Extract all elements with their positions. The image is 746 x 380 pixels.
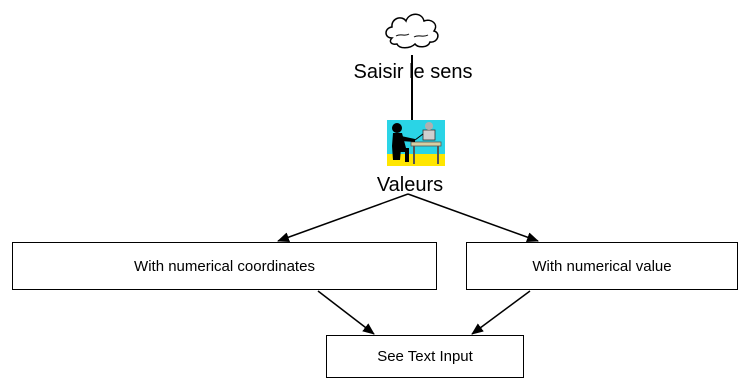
node-with-numerical-value[interactable]: With numerical value	[466, 242, 738, 290]
node-label-valeurs: Valeurs	[376, 174, 444, 196]
edge-coords-to-text-input	[317, 290, 375, 335]
person-at-desk-icon	[387, 120, 445, 166]
edge-value-to-text-input	[471, 290, 531, 335]
edge-valeurs-to-coords	[277, 193, 409, 242]
cloud-icon	[385, 13, 439, 49]
node-with-numerical-coordinates[interactable]: With numerical coordinates	[12, 242, 437, 290]
node-label-see-text-input: See Text Input	[377, 348, 473, 365]
edge-valeurs-to-value	[407, 193, 539, 242]
node-see-text-input[interactable]: See Text Input	[326, 335, 524, 378]
node-label-with-numerical-value: With numerical value	[532, 257, 672, 275]
node-label-saisir-le-sens: Saisir le sens	[353, 61, 473, 83]
node-label-with-numerical-coordinates: With numerical coordinates	[134, 257, 315, 275]
